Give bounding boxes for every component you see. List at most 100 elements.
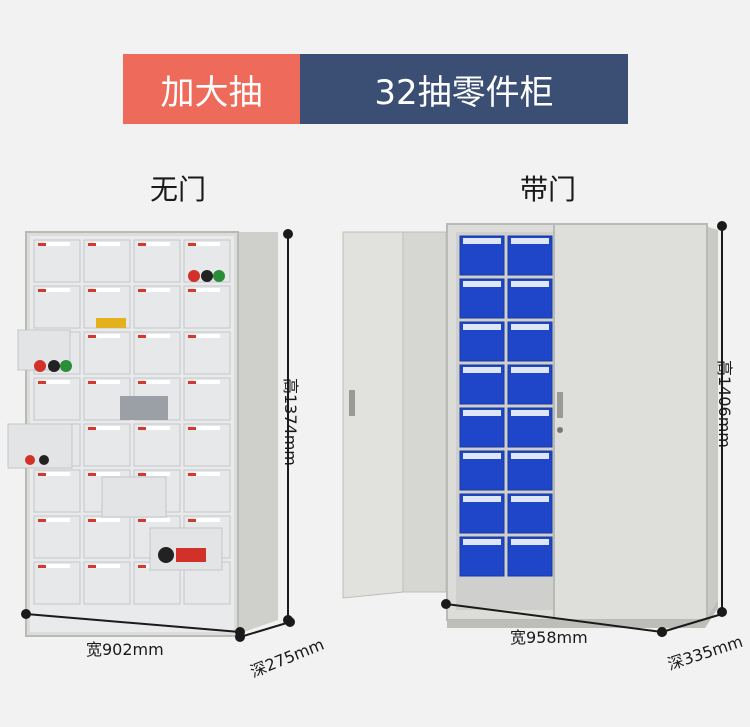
drawer-label-slot bbox=[511, 324, 549, 330]
drawer bbox=[183, 331, 231, 375]
drawer-label-slot bbox=[144, 334, 170, 338]
drawer-label-slot bbox=[94, 472, 120, 476]
drawer-label-slot bbox=[511, 367, 549, 373]
drawer-label-slot bbox=[94, 380, 120, 384]
drawer-tag bbox=[138, 381, 146, 384]
drawer-label-slot bbox=[144, 288, 170, 292]
drawer bbox=[83, 331, 131, 375]
drawer-label-slot bbox=[194, 472, 220, 476]
drawer-tag bbox=[188, 381, 196, 384]
drawer-label-slot bbox=[44, 472, 70, 476]
drawer-tag bbox=[188, 519, 196, 522]
drawer-label-slot bbox=[194, 518, 220, 522]
drawer-tag bbox=[38, 289, 46, 292]
left-width-label: 宽902mm bbox=[86, 640, 164, 659]
left-height-label: 高1374mm bbox=[281, 378, 300, 466]
drawer-label-slot bbox=[94, 564, 120, 568]
drawer bbox=[133, 423, 181, 467]
banner-right: 32抽零件柜 bbox=[300, 54, 628, 124]
drawer-tag bbox=[88, 335, 96, 338]
drawer-tag bbox=[88, 427, 96, 430]
drawer bbox=[33, 469, 81, 513]
drawer-tag bbox=[88, 243, 96, 246]
drawer bbox=[183, 423, 231, 467]
title-banner: 加大抽 32抽零件柜 bbox=[123, 54, 628, 124]
drawer-tag bbox=[88, 565, 96, 568]
right-cabinet bbox=[342, 223, 718, 628]
drawer-tag bbox=[188, 289, 196, 292]
drawer-tag bbox=[138, 519, 146, 522]
drawer bbox=[83, 423, 131, 467]
drawer bbox=[133, 285, 181, 329]
drawer bbox=[83, 239, 131, 283]
drawer-label-slot bbox=[94, 288, 120, 292]
drawer bbox=[183, 469, 231, 513]
drawer-tag bbox=[138, 427, 146, 430]
drawer-label-slot bbox=[463, 539, 501, 545]
drawer-label-slot bbox=[44, 242, 70, 246]
right-width-label: 宽958mm bbox=[510, 628, 588, 647]
drawer bbox=[33, 561, 81, 605]
drawer-label-slot bbox=[144, 242, 170, 246]
drawer-label-slot bbox=[44, 380, 70, 384]
left-cabinet bbox=[7, 231, 278, 637]
drawer-label-slot bbox=[463, 496, 501, 502]
drawer-tag bbox=[88, 381, 96, 384]
drawer bbox=[183, 285, 231, 329]
drawer-tag bbox=[138, 473, 146, 476]
banner-left: 加大抽 bbox=[123, 54, 300, 124]
drawer-tag bbox=[38, 565, 46, 568]
drawer-label-slot bbox=[463, 324, 501, 330]
drawer-tag bbox=[38, 381, 46, 384]
drawer-label-slot bbox=[194, 242, 220, 246]
drawer bbox=[83, 561, 131, 605]
cabinet-left-label: 无门 bbox=[150, 173, 207, 206]
drawer-label-slot bbox=[463, 238, 501, 244]
drawer-label-slot bbox=[44, 518, 70, 522]
drawer-label-slot bbox=[144, 426, 170, 430]
drawer bbox=[183, 377, 231, 421]
drawer-label-slot bbox=[511, 238, 549, 244]
drawer-label-slot bbox=[194, 426, 220, 430]
drawer-tag bbox=[138, 243, 146, 246]
right-height-label: 高1406mm bbox=[715, 360, 734, 448]
dimension-lines bbox=[21, 221, 727, 642]
left-pulled-drawer bbox=[101, 476, 167, 518]
drawer-label-slot bbox=[144, 380, 170, 384]
drawer-label-slot bbox=[194, 380, 220, 384]
drawer bbox=[133, 331, 181, 375]
drawer-label-slot bbox=[511, 539, 549, 545]
right-door bbox=[553, 223, 708, 621]
drawer-label-slot bbox=[194, 334, 220, 338]
drawer-tag bbox=[188, 335, 196, 338]
drawer-label-slot bbox=[94, 242, 120, 246]
drawer-label-slot bbox=[511, 453, 549, 459]
drawer-label-slot bbox=[511, 496, 549, 502]
drawer-tag bbox=[188, 243, 196, 246]
drawer bbox=[133, 239, 181, 283]
drawer-label-slot bbox=[463, 410, 501, 416]
drawer bbox=[33, 285, 81, 329]
door-handle bbox=[349, 390, 355, 416]
drawer-label-slot bbox=[463, 453, 501, 459]
drawer-tag bbox=[88, 473, 96, 476]
drawer-tag bbox=[38, 243, 46, 246]
drawer-label-slot bbox=[463, 281, 501, 287]
drawer-tag bbox=[38, 473, 46, 476]
drawer-label-slot bbox=[44, 564, 70, 568]
drawer-tag bbox=[88, 519, 96, 522]
drawer bbox=[33, 377, 81, 421]
drawer-label-slot bbox=[94, 334, 120, 338]
drawer-tag bbox=[188, 473, 196, 476]
drawer-label-slot bbox=[511, 281, 549, 287]
drawer-label-slot bbox=[511, 410, 549, 416]
drawer bbox=[33, 239, 81, 283]
drawer-tag bbox=[88, 289, 96, 292]
drawer-label-slot bbox=[44, 288, 70, 292]
drawer-label-slot bbox=[144, 518, 170, 522]
drawer-tag bbox=[138, 335, 146, 338]
drawer bbox=[83, 515, 131, 559]
drawer-tag bbox=[188, 427, 196, 430]
